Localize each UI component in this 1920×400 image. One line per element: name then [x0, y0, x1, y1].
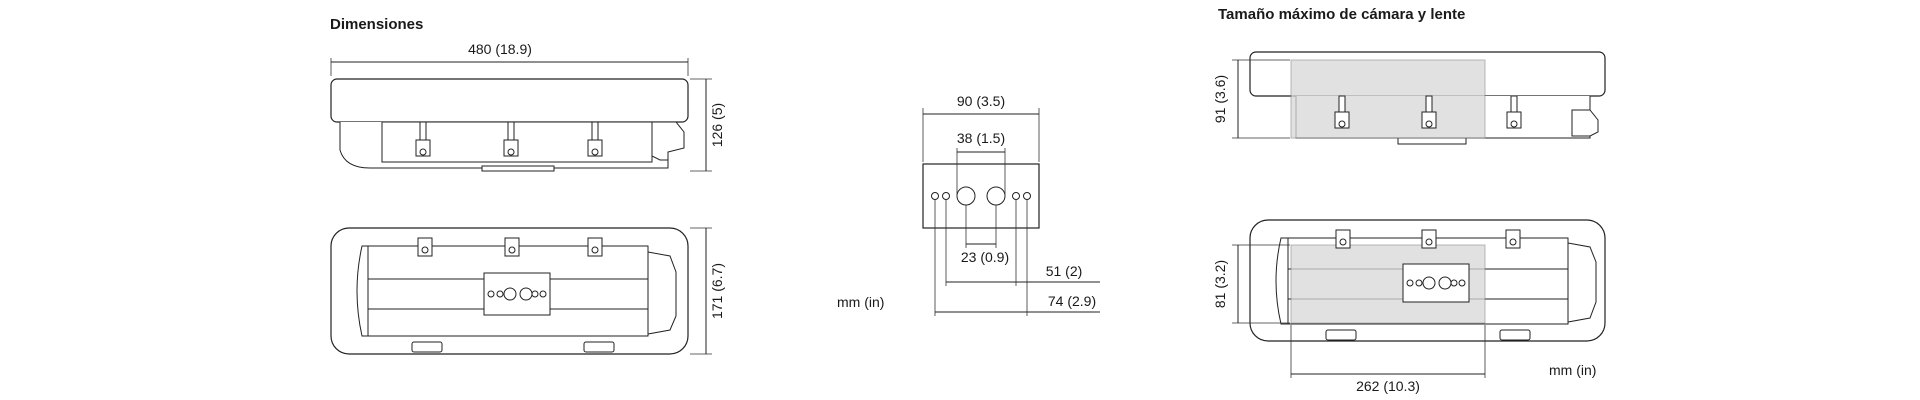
- camera-width-label: 81 (3.2): [1212, 260, 1228, 308]
- cam-side-clamp-2: [1421, 95, 1437, 129]
- housing-height-label: 126 (5): [709, 103, 725, 147]
- hole-offset-label: 23 (0.9): [961, 249, 1009, 265]
- camera-top-view: [1249, 219, 1606, 342]
- camera-height-label: 91 (3.6): [1212, 75, 1228, 123]
- top-clamp-3: [587, 237, 603, 257]
- camera-side-view: [1249, 51, 1606, 145]
- housing-length-label: 480 (18.9): [468, 41, 532, 57]
- offset-74-label: 74 (2.9): [1048, 293, 1096, 309]
- side-clamp-1: [415, 121, 431, 157]
- hole-spacing-label: 38 (1.5): [957, 130, 1005, 146]
- housing-top-view: [330, 227, 689, 355]
- cam-side-clamp-3: [1506, 95, 1522, 129]
- housing-side-view: [330, 78, 689, 172]
- side-clamp-3: [587, 121, 603, 157]
- cam-top-clamp-3: [1505, 229, 1521, 249]
- max-camera-heading: Tamaño máximo de cámara y lente: [1218, 6, 1465, 23]
- cam-side-clamp-1: [1334, 95, 1350, 129]
- housing-width-label: 171 (6.7): [709, 263, 725, 319]
- offset-51-label: 51 (2): [1046, 263, 1083, 279]
- mounting-plate: [922, 163, 1040, 229]
- cam-top-clamp-2: [1421, 229, 1437, 249]
- units-label-right: mm (in): [1549, 362, 1596, 378]
- camera-length-label: 262 (10.3): [1356, 378, 1420, 394]
- side-clamp-2: [503, 121, 519, 157]
- top-clamp-2: [504, 237, 520, 257]
- units-label-center: mm (in): [837, 294, 884, 310]
- cam-top-clamp-1: [1335, 229, 1351, 249]
- plate-width-label: 90 (3.5): [957, 93, 1005, 109]
- dimensions-heading: Dimensiones: [330, 16, 423, 33]
- top-clamp-1: [417, 237, 433, 257]
